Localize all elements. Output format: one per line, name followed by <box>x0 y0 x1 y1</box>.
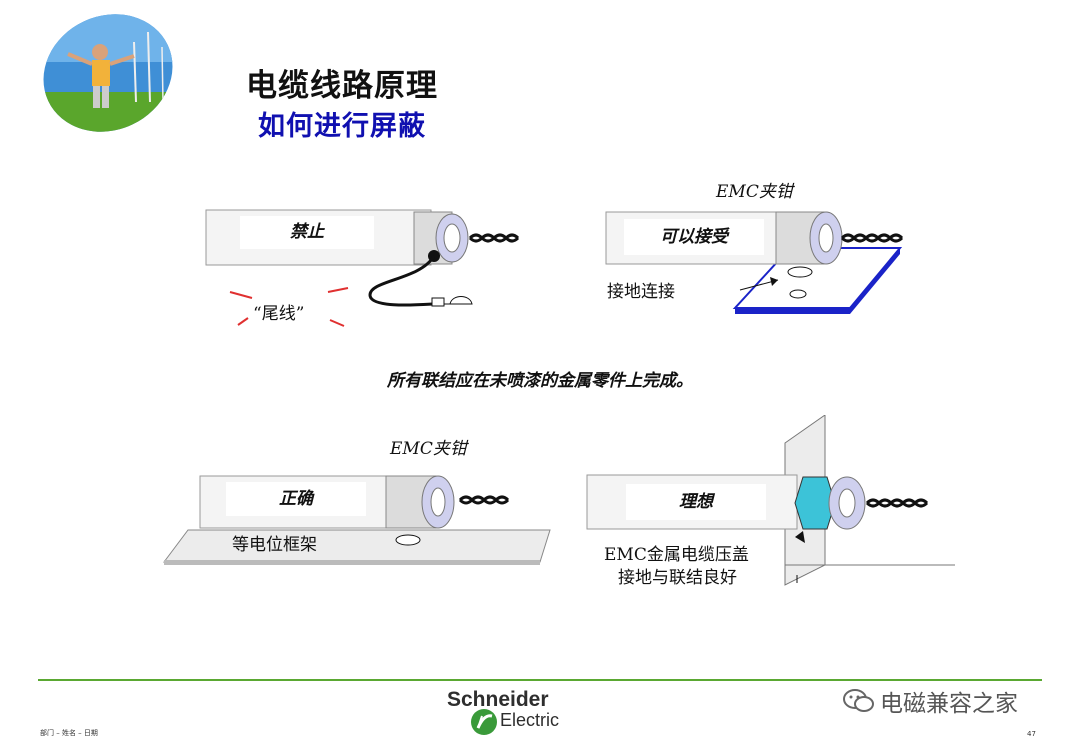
correct-top-label: EMC夹钳 <box>390 439 467 459</box>
correct-bottom-label: 等电位框架 <box>232 535 317 555</box>
page-number: 47 <box>1027 730 1036 738</box>
wechat-icon <box>843 689 874 712</box>
correct-box-label: 正确 <box>226 482 366 516</box>
diagram-acceptable <box>605 211 904 314</box>
note-text: 所有联结应在未喷漆的金属零件上完成。 <box>387 371 693 391</box>
page-title: 电缆线路原理 <box>246 68 438 104</box>
ideal-caption-line2: 接地与联结良好 <box>618 568 737 588</box>
acceptable-box-label: 可以接受 <box>624 219 764 255</box>
ideal-caption-line1: EMC金属电缆压盖 <box>604 545 749 565</box>
footer-divider <box>38 679 1042 681</box>
logo-photo <box>38 12 178 134</box>
watermark-text: 电磁兼容之家 <box>880 691 1018 717</box>
ideal-box-label: 理想 <box>626 484 766 520</box>
forbidden-box-label: 禁止 <box>240 216 374 249</box>
acceptable-side-label: 接地连接 <box>607 282 675 302</box>
page-subtitle: 如何进行屏蔽 <box>258 111 426 142</box>
brand-logo-icon <box>471 709 497 735</box>
brand-name-line1: Schneider <box>447 688 549 711</box>
footer-meta: 部门 – 姓名 – 日期 <box>40 729 98 737</box>
acceptable-top-label: EMC夹钳 <box>716 182 793 202</box>
pigtail-label: “尾线” <box>253 304 305 324</box>
brand-name-line2: Electric <box>500 710 560 730</box>
